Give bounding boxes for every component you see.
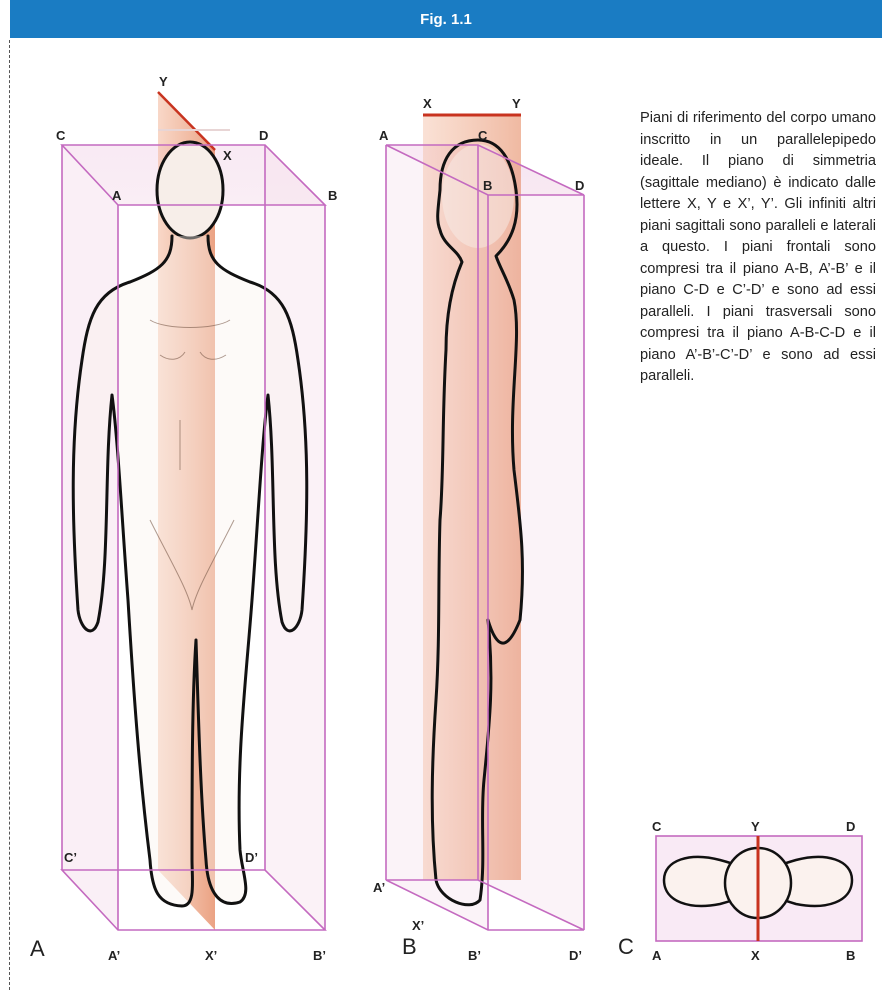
label-b-x-prime: X’ [412, 918, 424, 933]
label-a-d: D [259, 128, 268, 143]
label-b-b: B [483, 178, 492, 193]
label-a-a-prime: A’ [108, 948, 120, 963]
label-c-d: D [846, 819, 855, 834]
panel-b-figure [386, 115, 584, 930]
label-c-a: A [652, 948, 662, 963]
label-c-y: Y [751, 819, 760, 834]
label-a-c: C [56, 128, 66, 143]
panel-letter-a: A [30, 936, 45, 962]
label-a-y: Y [159, 74, 168, 89]
label-b-x: X [423, 96, 432, 111]
label-a-b-prime: B’ [313, 948, 326, 963]
label-b-a: A [379, 128, 389, 143]
panel-a-figure [62, 92, 325, 930]
panel-letter-b: B [402, 934, 417, 960]
label-a-x: X [223, 148, 232, 163]
label-c-b: B [846, 948, 855, 963]
label-b-d-prime: D’ [569, 948, 582, 963]
label-a-d-prime: D’ [245, 850, 258, 865]
panel-c-figure [656, 836, 862, 941]
label-b-b-prime: B’ [468, 948, 481, 963]
label-c-c: C [652, 819, 662, 834]
panel-letter-c: C [618, 934, 634, 960]
label-a-x-prime: X’ [205, 948, 217, 963]
label-a-b: B [328, 188, 337, 203]
label-c-x: X [751, 948, 760, 963]
label-b-c: C [478, 128, 488, 143]
label-a-a: A [112, 188, 122, 203]
label-b-d: D [575, 178, 584, 193]
label-b-a-prime: A’ [373, 880, 385, 895]
label-b-y: Y [512, 96, 521, 111]
label-a-c-prime: C’ [64, 850, 77, 865]
